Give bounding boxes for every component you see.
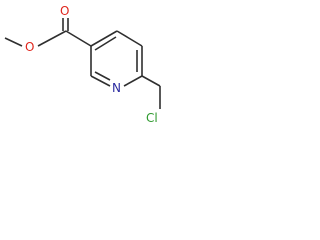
ring-bond-4 (123, 75, 143, 87)
bond-oxygen-carbonyl-carbon (37, 30, 67, 47)
bond-ring-ch2 (141, 75, 161, 87)
ring-bond-1 (90, 30, 118, 47)
ring-bond-5-inner (94, 71, 111, 81)
bond-methyl-oxygen (4, 37, 23, 47)
ring-bond-2 (116, 30, 143, 47)
structure-canvas: O O N Cl (0, 0, 161, 137)
molecule-drawing: O O N Cl (4, 4, 161, 125)
carbonyl-oxygen-label: O (60, 4, 69, 18)
chlorine-label: Cl (146, 111, 158, 125)
bond-carbonyl-ring (65, 30, 92, 47)
ring-bond-5 (90, 75, 111, 87)
ring-bond-1-inner (94, 36, 117, 51)
ring-nitrogen-label: N (112, 81, 121, 95)
ester-oxygen-label: O (25, 40, 34, 54)
